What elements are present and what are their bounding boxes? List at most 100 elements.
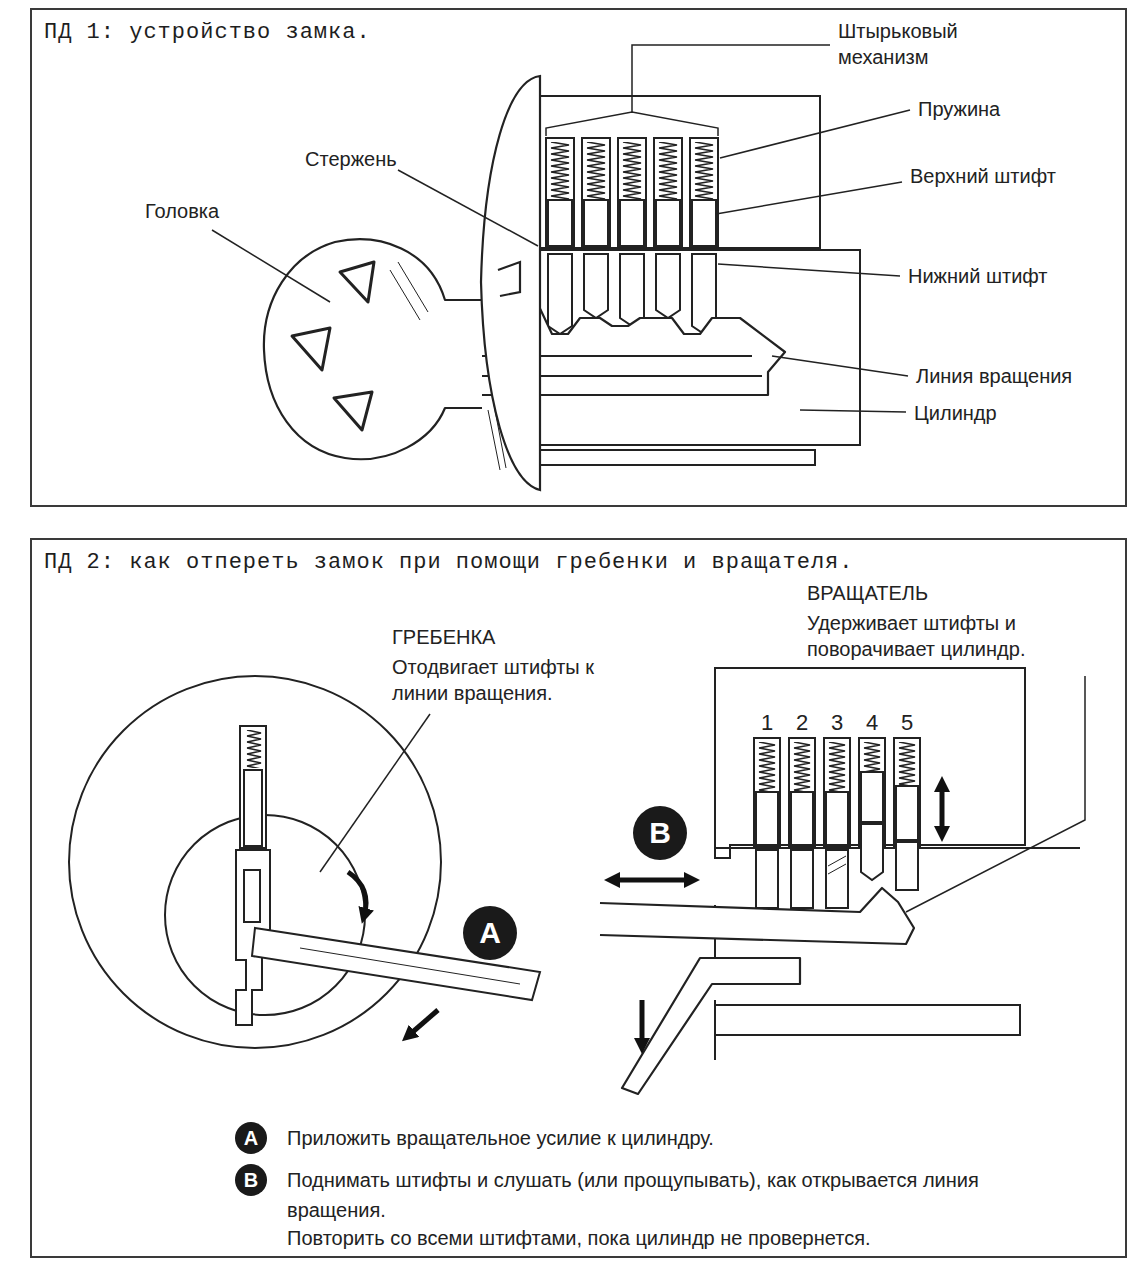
end-view: [240, 726, 266, 848]
bottom-pins: [756, 824, 918, 908]
top-pins: [584, 200, 608, 246]
springs: [826, 742, 848, 792]
lock-cylinder: [540, 96, 820, 248]
marker-letter: B: [649, 818, 671, 848]
key: [334, 392, 372, 430]
top-pins: [548, 200, 572, 246]
lock-cylinder: [714, 1000, 716, 1060]
part-label: Пружина: [918, 96, 1000, 122]
bottom-pins: [656, 254, 680, 318]
springs: [656, 142, 680, 200]
pin-number: 1: [761, 710, 773, 736]
top-pins: [861, 772, 883, 822]
pin-chambers: [754, 738, 920, 846]
marker-letter: A: [479, 918, 501, 948]
pin-chambers: [546, 138, 718, 248]
bottom-pins: [791, 850, 813, 908]
leader-lines: [718, 264, 900, 276]
leader-lines: [212, 45, 910, 412]
cylinder-face: [498, 262, 520, 296]
shear-line: [525, 247, 735, 249]
springs: [861, 742, 883, 772]
leader-lines: [320, 714, 430, 872]
pin-chambers: [654, 138, 682, 248]
panel-title: ПД 2: как отпереть замок при помощи греб…: [44, 550, 854, 575]
part-label: Штырьковый механизм: [838, 18, 1013, 70]
motion-arrows: [408, 1010, 438, 1036]
step-marker: B: [235, 1164, 267, 1196]
motion-arrows: [612, 878, 692, 883]
cylinder-face: [488, 410, 500, 470]
shear-line: [525, 247, 735, 249]
leader-lines: [906, 676, 1085, 912]
leader-lines: [720, 110, 910, 158]
springs: [620, 142, 644, 200]
motion-arrows: [640, 1000, 645, 1046]
tool-heading: ГРЕБЕНКА: [392, 624, 495, 650]
key: [264, 239, 482, 459]
springs: [692, 142, 716, 200]
pin-chambers: [582, 138, 610, 248]
springs: [584, 142, 608, 200]
end-view: [244, 870, 260, 922]
step-marker: A: [463, 906, 517, 960]
step-text: Поднимать штифты и слушать (или прощупыв…: [287, 1165, 1027, 1225]
cylinder-face: [481, 76, 540, 490]
pin-chambers: [754, 738, 780, 846]
part-label: Головка: [145, 198, 219, 224]
end-view: [244, 770, 262, 846]
leader-lines: [212, 230, 330, 302]
tension-wrench: [622, 958, 800, 1094]
marker-letter: B: [244, 1170, 258, 1190]
bottom-pins: [861, 824, 883, 880]
pin-chambers: [824, 738, 850, 846]
springs: [756, 742, 918, 792]
lock-cylinder: [715, 668, 1080, 1060]
pin-chambers: [546, 138, 574, 248]
step-text: Приложить вращательное усилие к цилиндру…: [287, 1125, 1087, 1151]
leader-lines: [716, 182, 902, 214]
leader-lines: [800, 410, 906, 412]
bottom-pins: [828, 856, 846, 866]
top-pins: [791, 792, 813, 845]
springs: [756, 742, 778, 792]
end-view: [69, 676, 441, 1048]
tool-description: Отодвигает штифты к линии вращения.: [392, 654, 614, 706]
tool-heading: ВРАЩАТЕЛЬ: [807, 580, 928, 606]
bottom-pins: [896, 842, 918, 890]
key: [390, 270, 420, 320]
part-label: Линия вращения: [916, 363, 1072, 389]
cylinder-face: [481, 76, 540, 490]
pick: [600, 888, 914, 944]
springs: [791, 742, 813, 792]
part-label: Нижний штифт: [908, 263, 1048, 289]
bottom-pins: [584, 254, 608, 318]
pin-chambers: [894, 738, 920, 846]
step-marker: B: [633, 806, 687, 860]
top-pins: [826, 792, 848, 845]
pin-chambers: [690, 138, 718, 248]
lock-cylinder: [715, 1005, 1020, 1035]
leader-lines: [320, 676, 1085, 912]
springs: [548, 142, 716, 200]
end-view: [69, 676, 540, 1048]
top-pins: [756, 772, 918, 845]
bottom-pins: [620, 254, 644, 326]
leader-lines: [632, 45, 830, 112]
pick: [600, 888, 914, 944]
pin-number: 3: [831, 710, 843, 736]
top-pins: [756, 792, 778, 845]
top-pins: [620, 200, 644, 246]
lock-cylinder: [735, 249, 860, 251]
springs: [548, 142, 572, 200]
part-label: Верхний штифт: [910, 163, 1056, 189]
panel-title: ПД 1: устройство замка.: [44, 20, 371, 45]
pin-number: 4: [866, 710, 878, 736]
top-pins: [548, 200, 716, 246]
key: [398, 262, 428, 312]
end-view: [244, 730, 262, 768]
step-marker: A: [235, 1122, 267, 1154]
part-label: Цилиндр: [914, 400, 997, 426]
bottom-pins: [548, 254, 716, 334]
